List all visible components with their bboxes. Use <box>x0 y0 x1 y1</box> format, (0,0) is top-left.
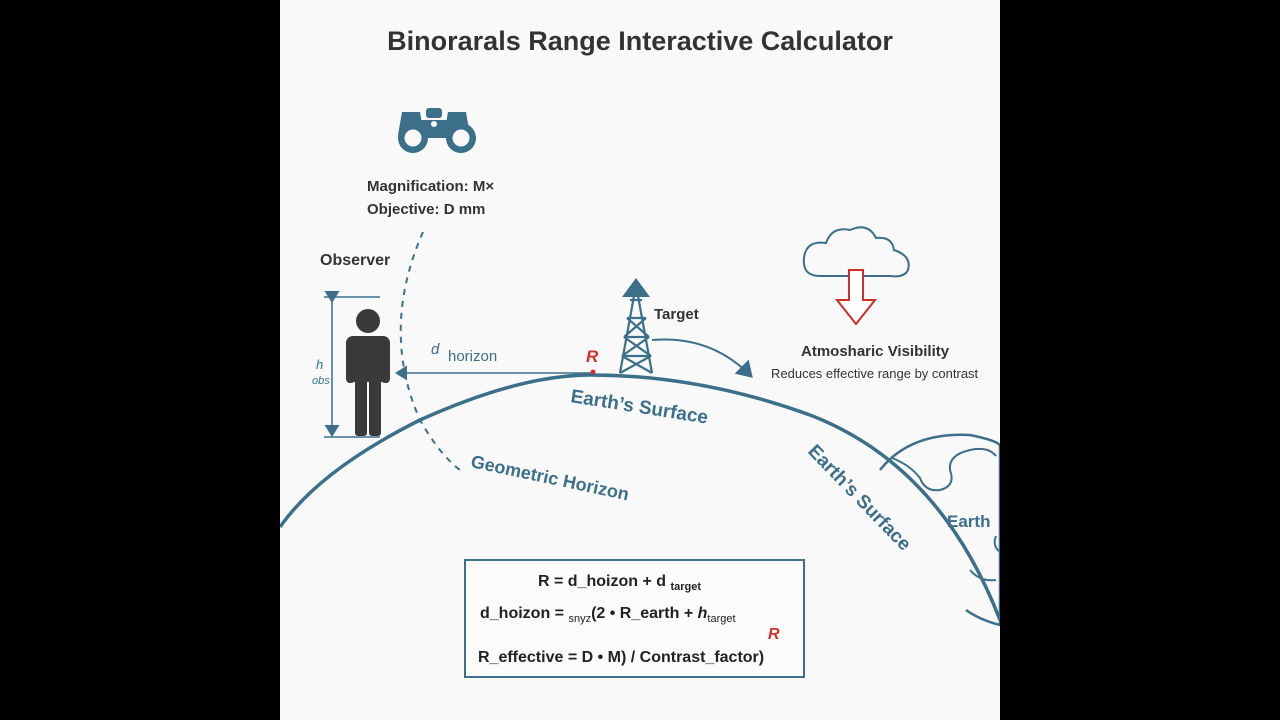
formula-2-small: snyz <box>568 613 592 625</box>
target-label: Target <box>654 306 699 323</box>
horizon-distance-sub: horizon <box>448 348 498 365</box>
formula-line-2: d_hoizon = snyz(2 • R_earth + htarget <box>480 605 736 625</box>
formula-line-1: R = d_hoizon + d target <box>538 573 702 593</box>
diagram-canvas: Earth’s Surface Earth’s Surface Geometri… <box>280 0 1000 720</box>
diagram-graphics: Earth’s Surface Earth’s Surface Geometri… <box>280 108 1000 644</box>
page-title: Binorarals Range Interactive Calculator <box>387 26 893 56</box>
height-bracket <box>324 291 380 438</box>
geometric-horizon-label: Geometric Horizon <box>469 451 631 504</box>
observer-height-h: h <box>316 357 324 372</box>
target-arrow <box>651 338 753 378</box>
formula-2-main: d_hoizon = <box>480 605 569 622</box>
objective-label: Objective: D mm <box>367 201 486 218</box>
magnification-label: Magnification: M× <box>367 178 495 195</box>
binoculars-icon <box>398 108 476 153</box>
visibility-down-arrow-icon <box>834 269 878 326</box>
earth-surface-arc <box>280 373 1000 621</box>
formula-red-r: R <box>768 626 780 643</box>
horizon-distance-d: d <box>431 341 440 358</box>
formula-2-rest: (2 • R_earth + <box>591 605 698 622</box>
line-of-sight-dashed <box>399 231 461 471</box>
earth-surface-label-2: Earth’s Surface <box>803 441 914 555</box>
formula-2-hsub: target <box>707 613 736 625</box>
cloud-icon <box>802 226 910 278</box>
observer-height-sub: obs <box>312 375 330 387</box>
earth-globe-icon <box>879 433 1000 627</box>
range-point-dot <box>590 369 596 375</box>
formula-2-h: h <box>697 605 708 622</box>
atmosphere-subtitle: Reduces effective range by contrast <box>771 366 979 381</box>
earth-label: Earth <box>947 512 991 531</box>
formula-box: R = d_hoizon + d target d_hoizon = snyz(… <box>464 559 805 678</box>
atmosphere-title: Atmosharic Visibility <box>801 343 950 360</box>
range-marker-r: R <box>586 347 599 366</box>
formula-1-main: R = d_hoizon + d <box>538 573 667 590</box>
formula-1-sub: target <box>670 581 702 593</box>
formula-line-3: R_effective = D • M) / Contrast_factor) <box>478 649 765 666</box>
earth-surface-label-1: Earth’s Surface <box>569 386 709 428</box>
tower-icon <box>618 284 654 374</box>
observer-label: Observer <box>320 252 391 269</box>
tower-top-icon <box>622 278 650 297</box>
observer-figure-icon <box>346 309 390 436</box>
